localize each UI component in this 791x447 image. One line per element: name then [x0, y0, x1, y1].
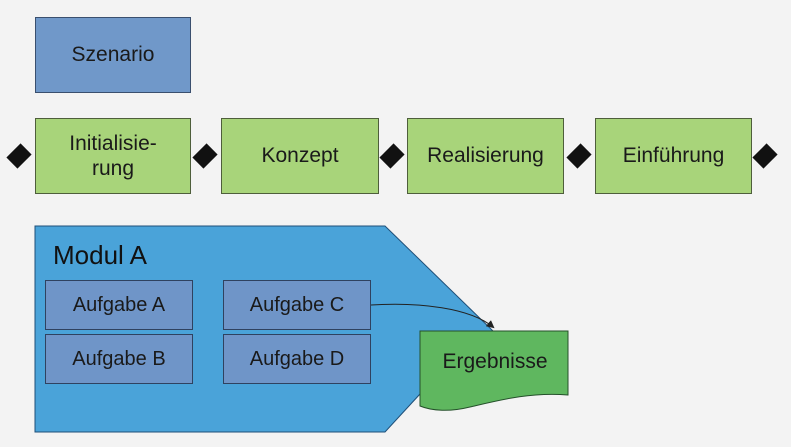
phase-label: Realisierung [427, 144, 544, 168]
phase-label: Initialisie- rung [69, 131, 157, 180]
task-label: Aufgabe B [72, 348, 166, 370]
task-label: Aufgabe D [249, 348, 345, 370]
ergebnisse-document-shape [419, 330, 569, 411]
phase-label: Einführung [622, 144, 725, 168]
task-label: Aufgabe C [249, 294, 345, 316]
task-aufgabe-a: Aufgabe A [45, 280, 193, 330]
ergebnisse-label: Ergebnisse [442, 350, 548, 373]
task-aufgabe-d: Aufgabe D [223, 334, 371, 384]
phase-realisierung: Realisierung [407, 118, 564, 194]
phase-label: Konzept [261, 144, 339, 168]
task-label: Aufgabe A [72, 294, 166, 316]
module-title: Modul A [53, 240, 147, 270]
phase-einfuehrung: Einführung [595, 118, 752, 194]
task-c-to-result-connector [370, 303, 495, 329]
scenario-box: Szenario [35, 17, 191, 93]
task-aufgabe-b: Aufgabe B [45, 334, 193, 384]
phase-konzept: Konzept [221, 118, 379, 194]
task-aufgabe-c: Aufgabe C [223, 280, 371, 330]
phase-initialisierung: Initialisie- rung [35, 118, 191, 194]
scenario-label: Szenario [71, 43, 155, 67]
